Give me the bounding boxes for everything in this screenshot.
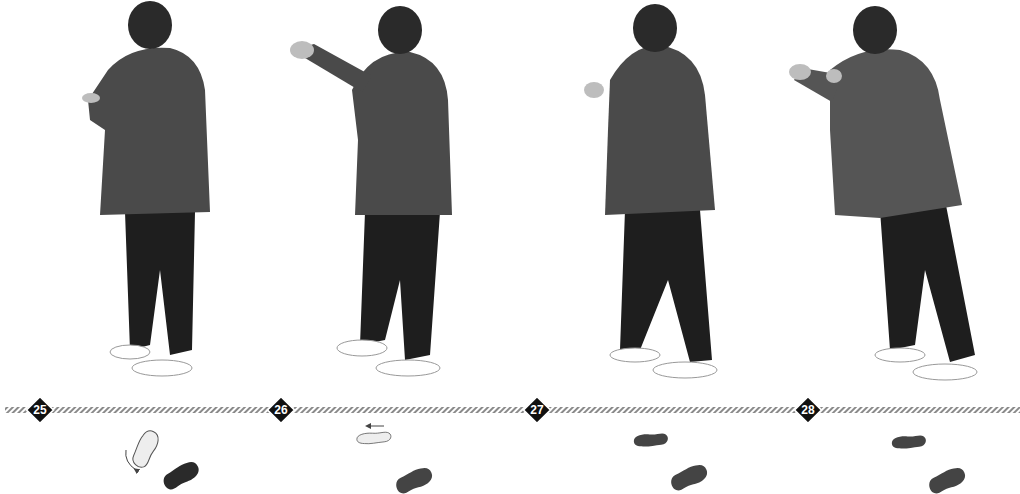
footprint-dark [633,432,668,447]
jacket [88,48,210,215]
head [128,1,172,49]
hand [290,41,314,59]
slide-arrow [368,426,384,427]
trousers [360,212,440,360]
shoe [337,340,387,356]
shoe [875,348,925,362]
figure-28 [789,6,977,380]
shoe [376,360,440,376]
footprint-dark [668,461,710,493]
turn-arrow [126,450,136,470]
diamond-outline [268,397,295,424]
head [853,6,897,54]
footprint-dark [393,464,435,494]
step-diamond: 27 [523,396,551,424]
jacket [605,45,715,215]
hand [789,64,811,80]
footprint-dark [926,464,968,494]
step-diamond: 28 [794,396,822,424]
trousers [125,212,195,355]
hatched-floor-line [5,407,1020,413]
figure-25 [82,1,210,376]
shoe [913,364,977,380]
shoe [653,362,717,378]
step-number: 27 [530,404,543,416]
jacket [830,49,962,218]
footprint-dark [160,458,202,492]
hand [826,69,842,83]
figure-27 [584,4,717,378]
trousers [880,200,975,362]
step-number: 28 [801,404,814,416]
shoe [132,360,192,376]
diamond-outline [524,397,551,424]
footprint-dark [891,434,926,449]
head [633,4,677,52]
head [378,6,422,54]
shoe [610,348,660,362]
footprint-light [129,428,161,470]
footprint-light [356,431,391,445]
step-number: 25 [33,404,46,416]
step-number: 26 [274,404,287,416]
step-diamond: 26 [267,396,295,424]
step-diamond: 25 [26,396,54,424]
figure-26 [290,6,452,376]
diamond-outline [27,397,54,424]
hand [584,82,604,98]
shoe [110,345,150,359]
diamond-outline [795,397,822,424]
trousers [620,210,712,362]
hand [82,93,100,103]
